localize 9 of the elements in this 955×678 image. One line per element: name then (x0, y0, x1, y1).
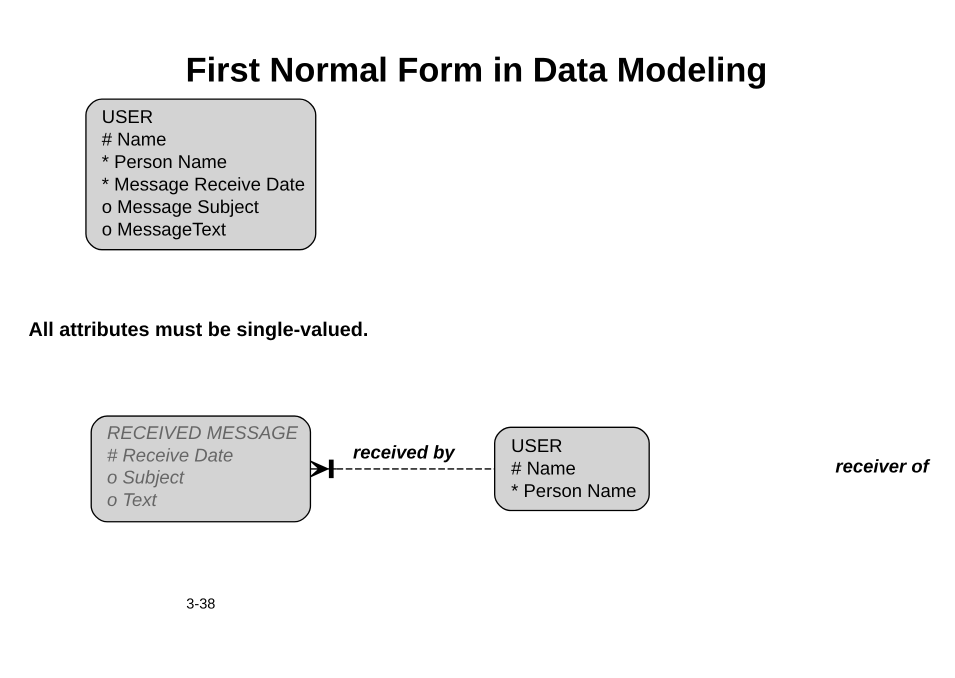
diagram-title: First Normal Form in Data Modeling (186, 51, 768, 90)
connector (310, 459, 494, 478)
node-box: USER # Name * Person Name (494, 426, 650, 511)
label: All attributes must be single-valued. (28, 318, 368, 341)
node-box: RECEIVED MESSAGE # Receive Date o Subject o Text (90, 414, 312, 522)
label: receiver of (835, 454, 929, 476)
node-box: USER # Name * Person Name * Message Receive Date o Message Subject o MessageText (85, 98, 316, 250)
label: 3-38 (186, 596, 216, 612)
edge-label: received by (353, 441, 455, 462)
